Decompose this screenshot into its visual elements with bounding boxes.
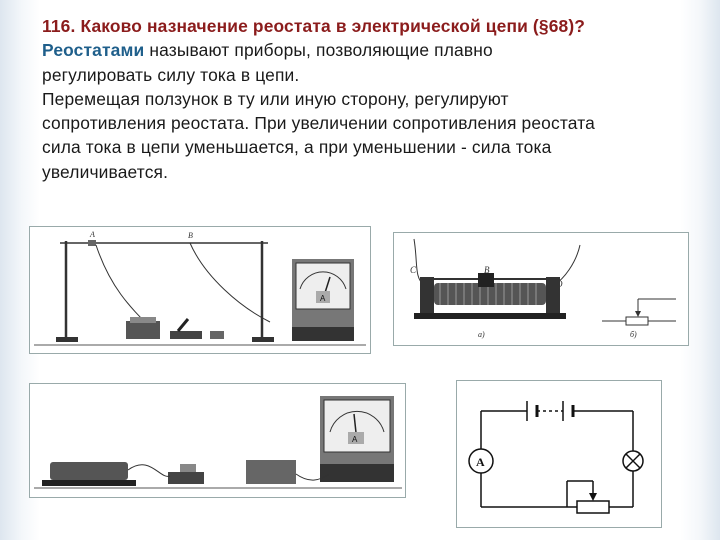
meter-letter-2: A	[352, 435, 358, 444]
meter-letter: A	[320, 294, 326, 303]
caption-b: б)	[630, 330, 637, 339]
body-line-3: сила тока в цепи уменьшается, а при умен…	[42, 137, 552, 158]
label-b2: B	[484, 265, 490, 275]
question-text: 116. Каково назначение реостата в электр…	[42, 14, 692, 184]
question-title: 116. Каково назначение реостата в электр…	[42, 16, 586, 36]
label-a: A	[89, 230, 95, 239]
definition-line-1: Реостатами называют приборы, позволяющие…	[42, 38, 692, 62]
figure-rheostat: C B D A а) б)	[393, 232, 689, 346]
circuit-scheme-drawing: A	[468, 401, 644, 514]
rheostat-symbol	[576, 500, 610, 514]
caption-a: а)	[478, 330, 485, 339]
body-line-1: Перемещая ползунок в ту или иную сторону…	[42, 88, 509, 109]
scheme-meter-letter: A	[476, 455, 485, 469]
lab-circuit-drawing: A B A	[34, 230, 366, 346]
definition-line-2: регулировать силу тока в цепи.	[42, 64, 300, 85]
definition-rest: называют приборы, позволяющие плавно	[144, 40, 493, 61]
label-b: B	[188, 231, 193, 240]
definition-term: Реостатами	[42, 40, 145, 61]
rheostat-drawing: C B D A а) б)	[410, 238, 676, 339]
body-line-2: сопротивления реостата. При увеличении с…	[42, 113, 595, 134]
figure-circuit-scheme: A	[456, 380, 662, 528]
label-c: C	[410, 265, 417, 275]
body-line-4: увеличивается.	[42, 161, 169, 182]
figure-lab-setup: A	[29, 383, 406, 498]
figure-lab-circuit: A B A	[29, 226, 371, 354]
lab-setup-drawing: A	[34, 396, 402, 489]
